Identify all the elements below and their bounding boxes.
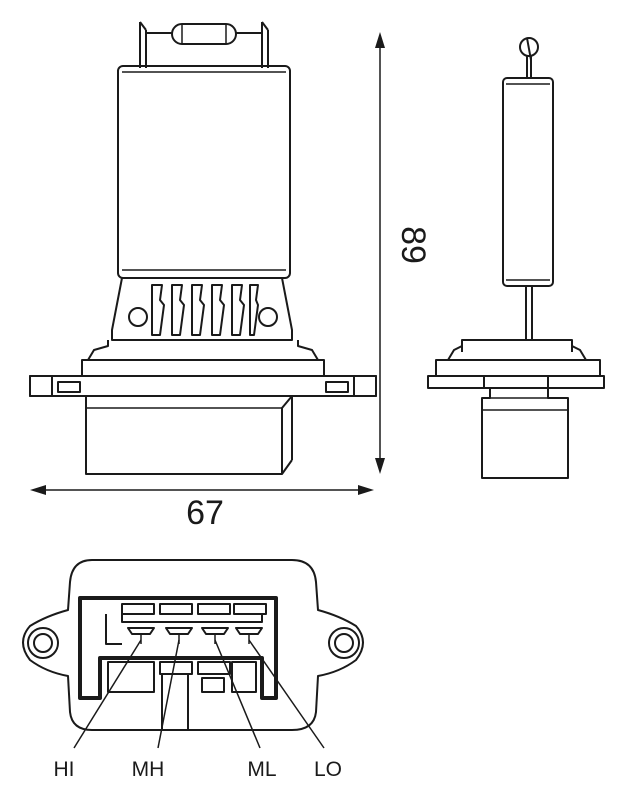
connector-housing [85, 395, 293, 475]
terminal-bracket [111, 277, 293, 341]
fuse-side [519, 37, 539, 78]
height-value: 89 [394, 226, 432, 264]
width-dimension: 67 [30, 485, 374, 532]
pin-label-lo: LO [314, 758, 342, 781]
lower-key [107, 661, 257, 730]
pin-label-ml: ML [247, 758, 276, 781]
width-value: 67 [186, 494, 224, 532]
mounting-flange [29, 340, 377, 397]
thermal-fuse [139, 21, 269, 68]
height-dimension: 89 [375, 32, 432, 474]
pin-label-hi: HI [54, 758, 75, 781]
connector-face-view: HI MH ML LO [22, 559, 364, 781]
side-view [427, 37, 605, 479]
pin-slots [105, 603, 267, 645]
pin-label-mh: MH [132, 758, 165, 781]
pin-leaders [73, 639, 325, 749]
resistor-body [117, 65, 291, 279]
front-view [29, 21, 377, 475]
